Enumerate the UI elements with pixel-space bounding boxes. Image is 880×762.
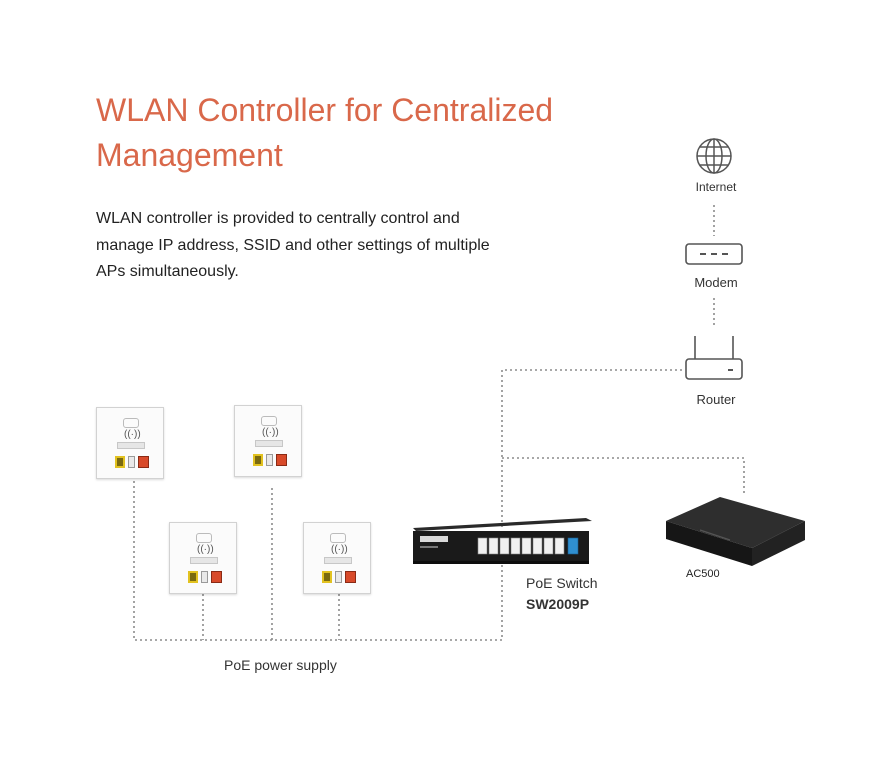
switch-model-label: SW2009P — [526, 596, 590, 612]
ap-indicator — [123, 418, 139, 428]
ethernet-port-icon — [115, 456, 125, 468]
wifi-icon: ((·)) — [124, 429, 141, 440]
ap-brand-plate — [255, 440, 283, 447]
wifi-icon: ((·)) — [331, 544, 348, 555]
ap-indicator — [330, 533, 346, 543]
router-switch-link — [501, 369, 682, 528]
modem-icon — [685, 243, 743, 265]
controller-link — [502, 457, 745, 496]
page-title: WLAN Controller for Centralized Manageme… — [96, 92, 554, 173]
rj45-port-icon — [276, 454, 287, 466]
ap-indicator — [196, 533, 212, 543]
ap-brand-plate — [117, 442, 145, 449]
usb-port-icon — [335, 571, 342, 583]
modem-label: Modem — [694, 275, 738, 290]
router-icon — [685, 336, 743, 380]
router-label: Router — [696, 392, 736, 407]
wifi-icon: ((·)) — [197, 544, 214, 555]
access-point-3: ((·)) — [169, 522, 237, 594]
rj45-port-icon — [345, 571, 356, 583]
controller-label: AC500 — [686, 568, 720, 580]
usb-port-icon — [266, 454, 273, 466]
access-point-4: ((·)) — [303, 522, 371, 594]
globe-icon — [696, 138, 732, 174]
poe-supply-label: PoE power supply — [224, 657, 337, 673]
usb-port-icon — [128, 456, 135, 468]
poe-switch-device — [413, 518, 592, 564]
internet-label: Internet — [695, 180, 737, 194]
switch-brand-plate — [420, 536, 448, 542]
ap-brand-plate — [324, 557, 352, 564]
ap-brand-plate — [190, 557, 218, 564]
usb-port-icon — [201, 571, 208, 583]
ethernet-port-icon — [188, 571, 198, 583]
ap-indicator — [261, 416, 277, 426]
switch-label: PoE Switch — [526, 575, 598, 591]
access-point-2: ((·)) — [234, 405, 302, 477]
rj45-port-icon — [138, 456, 149, 468]
wifi-icon: ((·)) — [262, 427, 279, 438]
page-description: WLAN controller is provided to centrally… — [96, 210, 490, 280]
ethernet-port-icon — [253, 454, 263, 466]
access-point-1: ((·)) — [96, 407, 164, 479]
rj45-port-icon — [211, 571, 222, 583]
wlan-controller-device — [666, 497, 805, 566]
connector-lines — [133, 205, 745, 641]
ethernet-port-icon — [322, 571, 332, 583]
